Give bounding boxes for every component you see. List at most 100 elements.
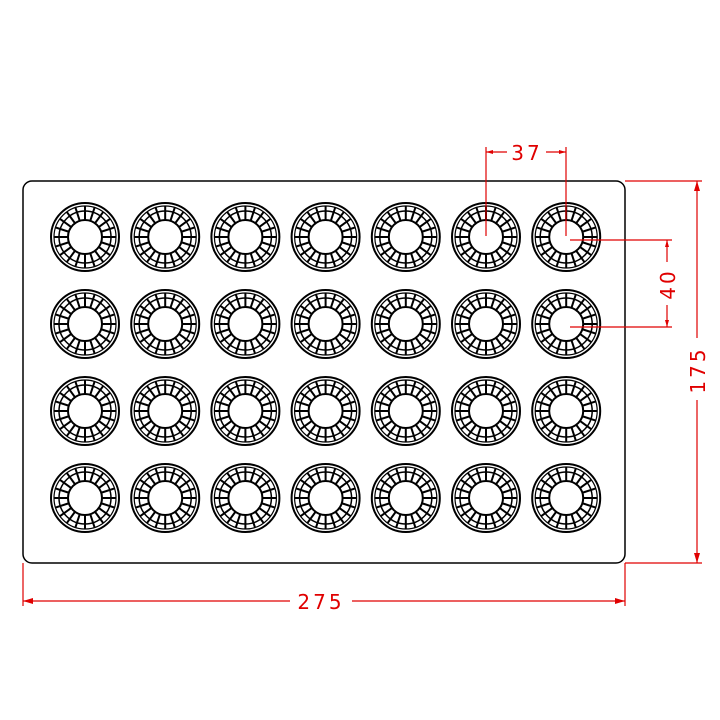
cavity-spoke <box>490 381 497 396</box>
cavity-spoke <box>579 507 592 518</box>
cavity-spoke <box>418 304 432 315</box>
cavity-outer-ring <box>531 376 602 446</box>
cavity-spoke <box>249 426 256 441</box>
cavity-spoke <box>338 304 352 315</box>
cavity <box>50 202 120 272</box>
cavity-outer-ring <box>290 289 361 359</box>
cavity-spoke <box>215 487 230 494</box>
cavity-spoke <box>338 333 352 344</box>
cavity <box>210 463 281 533</box>
cavity-spoke <box>55 400 70 407</box>
cavity-spoke <box>540 246 554 257</box>
cavity-spoke <box>215 313 230 320</box>
cavity-spoke <box>536 313 551 320</box>
cavity-spoke <box>466 472 477 485</box>
cavity-spoke <box>299 217 313 228</box>
cavity-inner-ring <box>548 393 585 429</box>
cavity-spoke <box>234 426 242 441</box>
cavity-spoke <box>555 513 562 528</box>
cavity-spoke <box>59 246 72 257</box>
cavity-inner-ring <box>307 480 344 516</box>
cavity-spoke <box>249 339 256 354</box>
cavity-spoke <box>582 415 596 422</box>
dimension-width-label: 275 <box>297 590 344 614</box>
cavity-spoke <box>295 241 310 248</box>
cavity-spoke <box>495 250 506 263</box>
cavity-inner-ring <box>227 480 264 516</box>
cavity-spoke <box>456 241 471 248</box>
cavity-spoke <box>65 250 76 263</box>
cavity <box>130 463 201 533</box>
cavity-outer-ring <box>451 463 521 533</box>
cavity-spoke <box>295 328 310 335</box>
cavity-spoke <box>315 513 322 528</box>
cavity-spoke <box>575 472 586 485</box>
cavity-spoke <box>376 328 390 335</box>
cavity-spoke <box>98 507 111 518</box>
cavity-spoke <box>146 211 157 224</box>
cavity-spoke <box>341 313 356 320</box>
cavity-spoke <box>329 468 337 483</box>
cavity <box>531 289 602 359</box>
cavity-spoke <box>466 385 477 398</box>
cavity-inner-ring <box>548 480 585 516</box>
cavity-spoke <box>418 333 432 344</box>
cavity-spoke <box>414 211 425 224</box>
cavity-spoke <box>547 298 558 311</box>
cavity-spoke <box>65 298 76 311</box>
cavity-spoke <box>414 250 425 263</box>
cavity-spoke <box>135 502 150 509</box>
cavity-spoke <box>456 415 471 422</box>
cavity-spoke <box>579 420 592 431</box>
cavity-spoke <box>226 385 237 398</box>
cavity-spoke <box>460 333 473 344</box>
cavity-outer-ring <box>50 202 120 272</box>
cavity-spoke <box>65 424 76 437</box>
cavity-spoke <box>501 328 516 335</box>
cavity-spoke <box>418 507 432 518</box>
cavity-spoke <box>258 478 272 489</box>
cavity-spoke <box>460 507 473 518</box>
cavity-spoke <box>418 420 432 431</box>
cavity <box>290 202 361 272</box>
cavity <box>130 202 201 272</box>
cavity-spoke <box>249 294 256 309</box>
cavity-spoke <box>499 420 512 431</box>
cavity-spoke <box>169 426 176 441</box>
cavity-spoke <box>94 250 105 263</box>
cavity-spoke <box>261 313 276 320</box>
cavity-spoke <box>579 391 592 402</box>
cavity-spoke <box>579 478 592 489</box>
cavity-spoke <box>89 426 96 441</box>
cavity-spoke <box>466 511 477 524</box>
cavity-spoke <box>295 502 310 509</box>
cavity-spoke <box>169 468 176 483</box>
cavity-spoke <box>501 400 516 407</box>
cavity-spoke <box>261 415 276 422</box>
cavity-spoke <box>410 294 417 309</box>
cavity-spoke <box>146 472 157 485</box>
cavity-spoke <box>254 472 265 485</box>
cavity-spoke <box>418 217 432 228</box>
cavity-spoke <box>154 468 161 483</box>
cavity-spoke <box>135 313 150 320</box>
cavity-spoke <box>575 337 586 350</box>
cavity-spoke <box>547 385 558 398</box>
cavity-spoke <box>341 226 356 233</box>
cavity-spoke <box>456 328 471 335</box>
cavity-spoke <box>219 246 233 257</box>
cavity-spoke <box>254 298 265 311</box>
cavity-spoke <box>536 487 551 494</box>
cavity-spoke <box>456 502 471 509</box>
cavity <box>210 376 281 446</box>
cavity-inner-ring <box>548 306 585 342</box>
cavity-spoke <box>490 513 497 528</box>
cavity-spoke <box>499 246 512 257</box>
cavity-spoke <box>421 241 436 248</box>
cavity-spoke <box>495 511 506 524</box>
cavity-spoke <box>582 502 596 509</box>
cavity-spoke <box>254 511 265 524</box>
cavity-spoke <box>139 217 153 228</box>
cavity-inner-ring <box>147 306 184 342</box>
cavity-spoke <box>555 252 562 267</box>
